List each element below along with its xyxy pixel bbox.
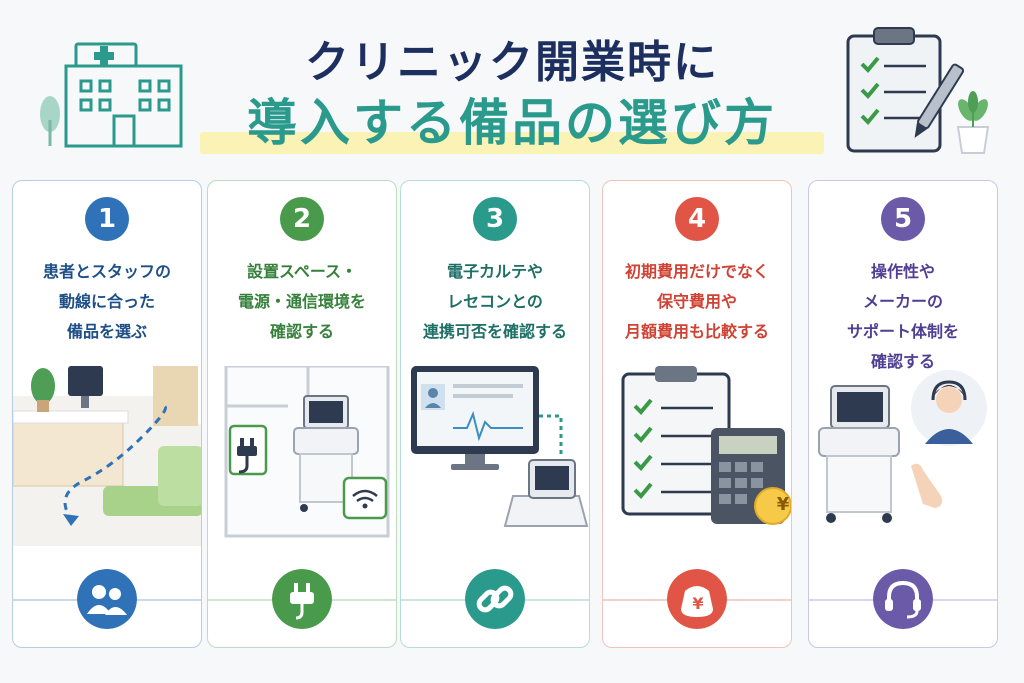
header: クリニック開業時に 導入する備品の選び方 xyxy=(0,0,1024,175)
title-highlight xyxy=(200,132,824,154)
card-4-line: 初期費用だけでなく xyxy=(624,262,769,281)
floorplan-ultrasound-illustration xyxy=(224,366,390,538)
card-5-line: メーカーの xyxy=(862,292,943,311)
ultrasound-support-illustration xyxy=(818,370,987,523)
card-4-line: 保守費用や xyxy=(656,292,737,311)
card-1-number: 1 xyxy=(85,197,129,241)
card-1-text: 患者とスタッフの 動線に合った 備品を選ぶ xyxy=(17,257,197,347)
title-line-1: クリニック開業時に xyxy=(305,37,719,88)
card-2: 2 設置スペース・ 電源・通信環境を 確認する xyxy=(207,180,397,648)
card-5: 5 操作性や メーカーの サポート体制を 確認する xyxy=(808,180,998,648)
yen-coin-label: ¥ xyxy=(776,494,790,515)
card-3-line: レセコンとの xyxy=(447,292,543,311)
card-1-line: 動線に合った xyxy=(58,292,155,311)
card-4-text: 初期費用だけでなく 保守費用や 月額費用も比較する xyxy=(607,257,787,347)
card-4: 4 初期費用だけでなく 保守費用や 月額費用も比較する ¥ ¥ xyxy=(602,180,792,648)
people-icon xyxy=(77,569,137,629)
card-1-line: 備品を選ぶ xyxy=(66,322,147,341)
clipboard-calculator-illustration xyxy=(621,366,791,525)
card-5-line: 確認する xyxy=(870,352,935,371)
link-icon xyxy=(465,569,525,629)
card-1-line: 患者とスタッフの xyxy=(42,262,171,281)
ehr-monitor-illustration xyxy=(411,366,589,527)
card-2-text: 設置スペース・ 電源・通信環境を 確認する xyxy=(212,257,392,347)
reception-flow-illustration xyxy=(13,366,201,546)
title-line-2: 導入する備品の選び方 xyxy=(247,94,777,152)
plug-icon xyxy=(272,569,332,629)
card-4-line: 月額費用も比較する xyxy=(624,322,769,341)
clinic-building-icon xyxy=(40,42,183,148)
card-4-number: 4 xyxy=(675,197,719,241)
card-5-line: サポート体制を xyxy=(846,322,959,341)
card-2-line: 設置スペース・ xyxy=(246,262,358,281)
checklist-clipboard-icon xyxy=(846,27,990,154)
card-2-number: 2 xyxy=(280,197,324,241)
headset-icon xyxy=(873,569,933,629)
card-1: 1 患者とスタッフの 動線に合った 備品を選ぶ xyxy=(12,180,202,648)
card-3-number: 3 xyxy=(473,197,517,241)
card-3-line: 連携可否を確認する xyxy=(422,322,567,341)
card-3: 3 電子カルテや レセコンとの 連携可否を確認する xyxy=(400,180,590,648)
card-3-line: 電子カルテや xyxy=(446,262,543,281)
title-line-2-wrap: 導入する備品の選び方 xyxy=(200,88,824,158)
card-5-line: 操作性や xyxy=(870,262,935,281)
card-3-text: 電子カルテや レセコンとの 連携可否を確認する xyxy=(405,257,585,347)
card-5-text: 操作性や メーカーの サポート体制を 確認する xyxy=(813,257,993,377)
card-2-line: 電源・通信環境を xyxy=(237,292,366,311)
yen-wallet-icon xyxy=(667,569,727,629)
wallet-yen-label: ¥ xyxy=(692,594,704,613)
card-2-line: 確認する xyxy=(269,322,334,341)
card-5-number: 5 xyxy=(881,197,925,241)
